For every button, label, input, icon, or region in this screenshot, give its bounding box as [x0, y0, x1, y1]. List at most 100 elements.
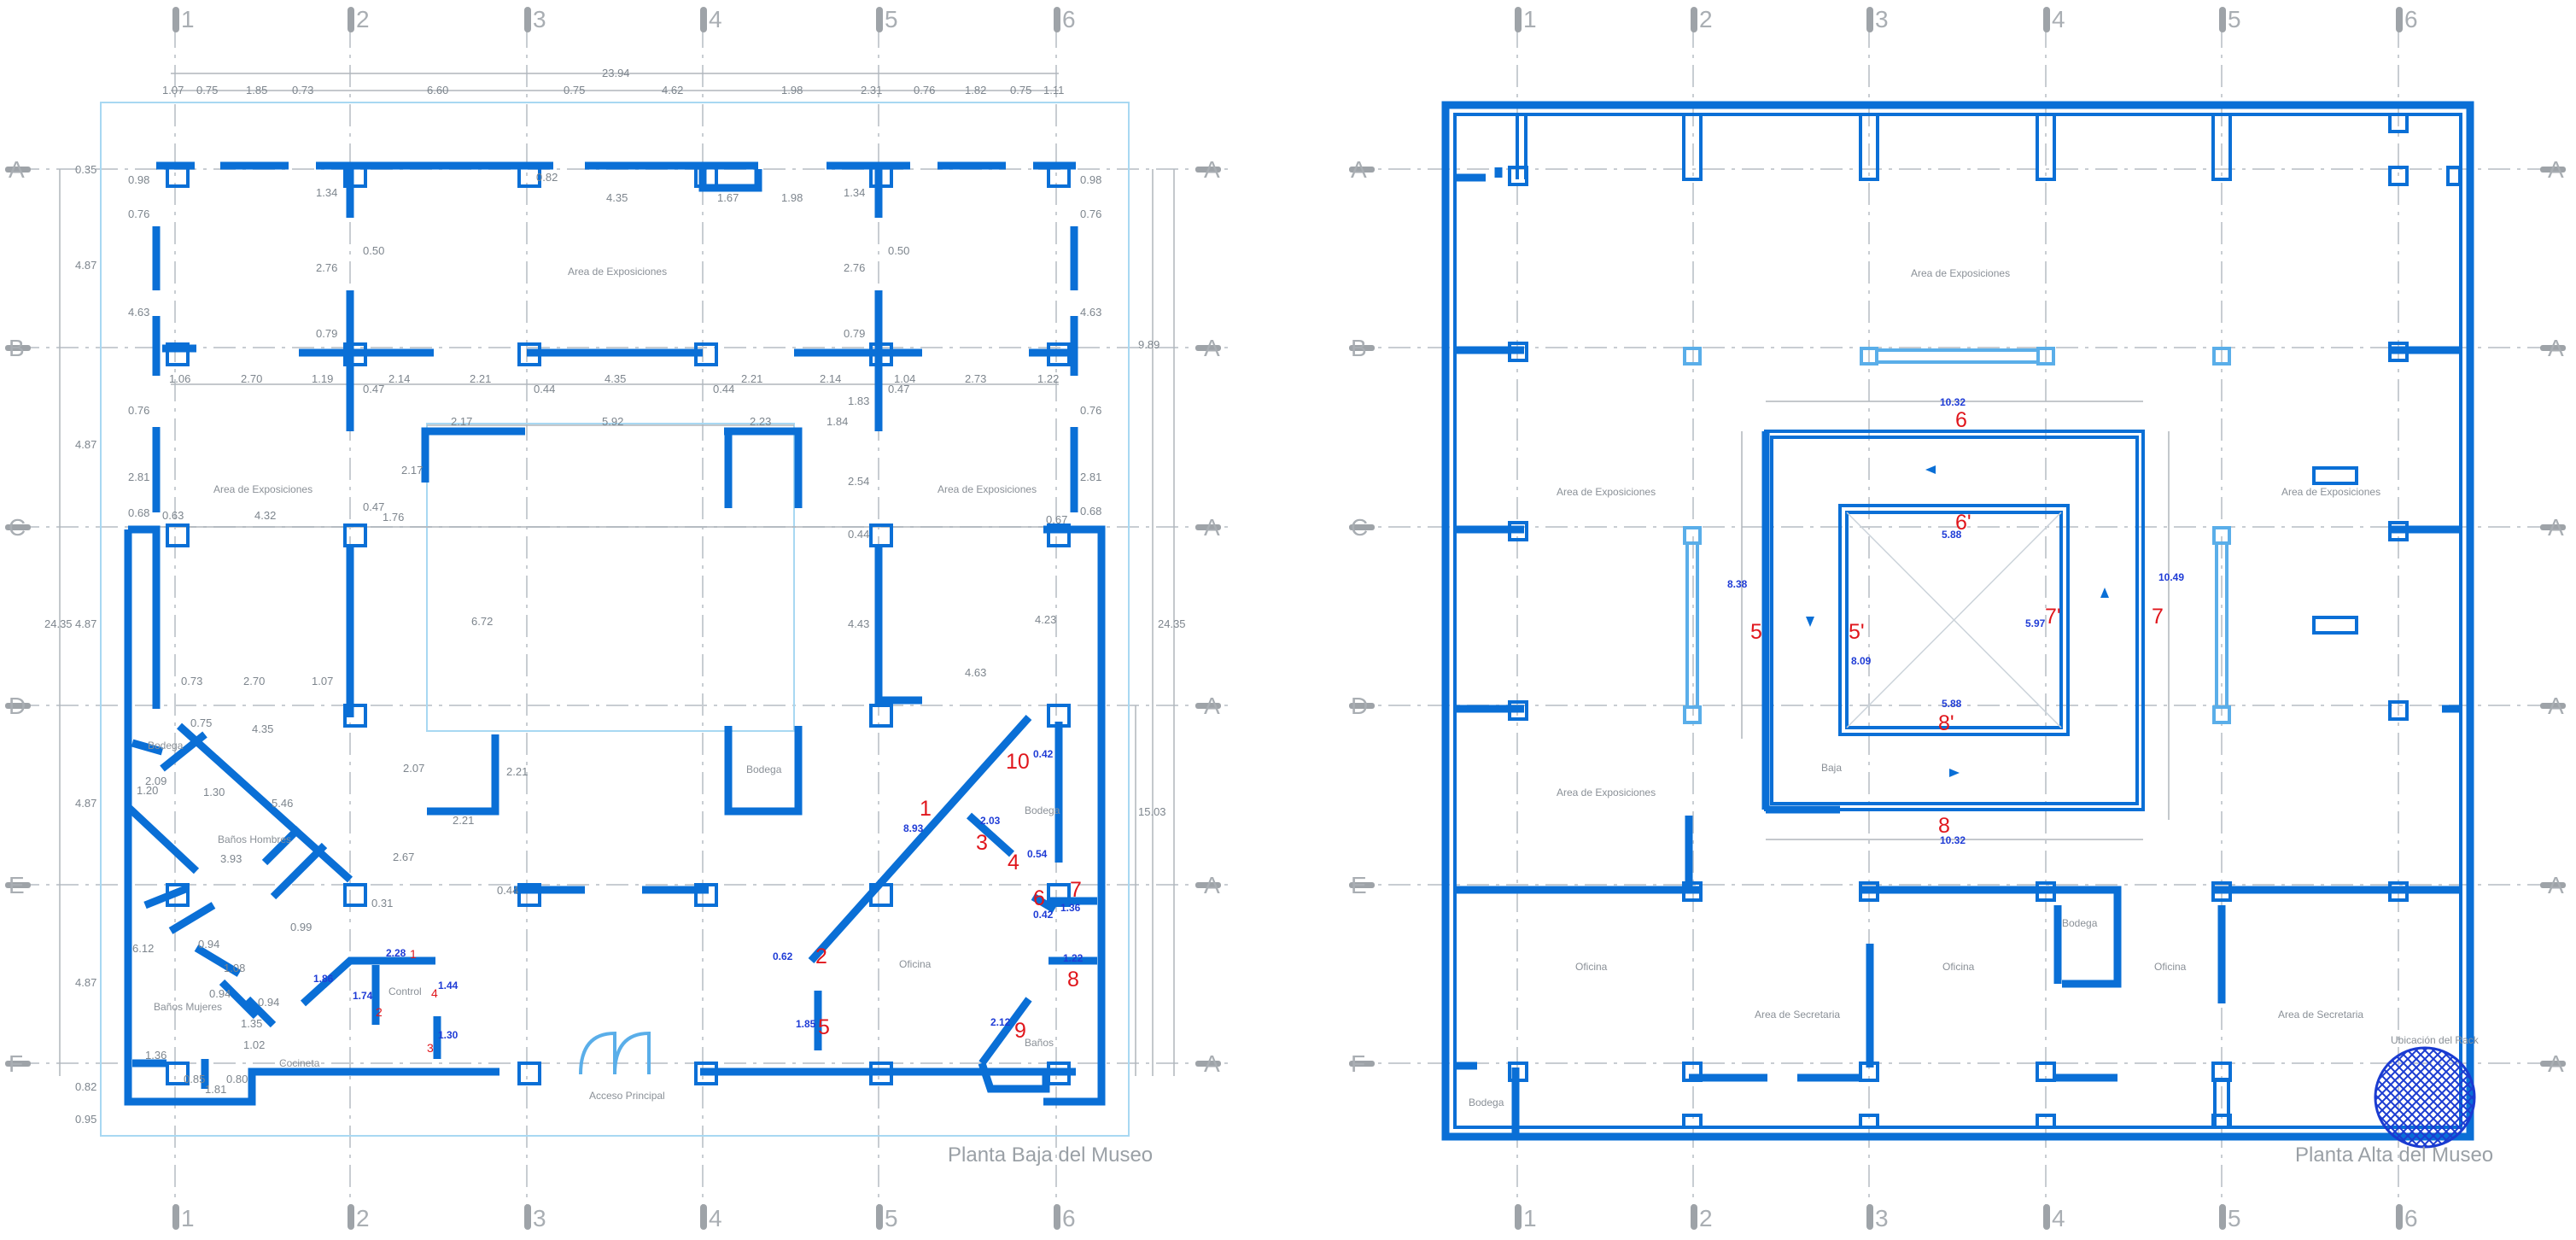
axis-row-f-mid: F [1351, 1050, 1365, 1077]
dim-inner: 2.54 [848, 475, 869, 488]
dim-inner: 4.35 [605, 372, 626, 385]
axis-col-4-bot: 4 [709, 1205, 722, 1231]
dim-inner: 1.22 [1037, 372, 1059, 385]
dim-inner: 1.19 [312, 372, 333, 385]
dims-right-baja: 9.89 24.35 15.03 0.98 0.76 4.63 0.76 2.8… [1035, 173, 1186, 818]
red-label-5p-alta: 5' [1849, 620, 1865, 644]
dim-left-11: 4.87 [75, 797, 96, 810]
columns-row-b-alta [1456, 342, 2459, 366]
room-rack-alta: Ubicación del Rack [2391, 1034, 2480, 1046]
dim-inner: 0.75 [190, 717, 212, 729]
axis-col-5-bot: 5 [885, 1205, 898, 1231]
red-label-7: 7 [1070, 878, 1082, 902]
dim-inner: 2.21 [741, 372, 762, 385]
dim-inner: 1.34 [316, 186, 337, 199]
blue-dim: 1.85 [796, 1018, 816, 1030]
arrow-left-icon [1925, 465, 1936, 474]
dim-left-5: 4.87 [75, 259, 96, 272]
red-label-5: 5 [818, 1015, 830, 1039]
room-banos-hombres: Baños Hombres [218, 833, 291, 845]
room-expo-top-alta: Area de Exposiciones [1911, 267, 2010, 279]
red-labels-alta: 6 6' 5 5' 7' 7 8' 8 [1750, 408, 2164, 838]
room-baja-alta: Baja [1821, 762, 1842, 774]
axis-row-c-mid: C [1351, 514, 1368, 541]
grid-lines [17, 26, 2566, 1213]
blue-dim: 1.22 [1063, 952, 1084, 964]
dim-inner: 1.84 [827, 415, 848, 428]
axis-col-3-top-r: 3 [1875, 6, 1889, 32]
red-label-8p-alta: 8' [1938, 711, 1954, 735]
room-expo-left-alta: Area de Exposiciones [1557, 486, 1656, 498]
axis-col-5-bot-r: 5 [2228, 1205, 2241, 1231]
axis-row-right-r3: A [2548, 514, 2564, 541]
red-label-6-alta: 6 [1955, 408, 1967, 432]
axis-col-6-top: 6 [1062, 6, 1076, 32]
control-label-2: 2 [376, 1005, 383, 1019]
dims-top-baja: 23.94 1.07 0.75 1.85 0.73 6.60 0.75 4.62… [162, 67, 1064, 97]
blue-dim-alta: 5.88 [1942, 698, 1962, 710]
arrow-up-icon [2100, 588, 2109, 598]
blue-dim: 1.86 [313, 973, 334, 985]
dim-inner: 2.09 [145, 775, 166, 787]
dim-inner: 5.92 [602, 415, 623, 428]
blue-dim-alta: 5.97 [2025, 617, 2046, 629]
axis-row-right-r6: A [2548, 1050, 2564, 1077]
dim-right-1: 9.89 [1138, 338, 1159, 351]
blue-dim: 2.28 [386, 947, 406, 959]
blue-dim-alta: 10.32 [1940, 396, 1966, 408]
dim-left-13: 0.82 [75, 1080, 96, 1093]
dim-inner: 2.21 [453, 814, 474, 827]
dim-inner: 4.35 [252, 722, 273, 735]
dim-right-3: 15.03 [1138, 805, 1166, 818]
blue-dim: 2.12 [990, 1016, 1011, 1028]
axis-row-right-r4: A [2548, 693, 2564, 719]
blue-dim: 0.54 [1027, 848, 1048, 860]
dim-inner: 0.50 [888, 244, 909, 257]
red-label-10: 10 [1006, 750, 1030, 774]
dim-inner: 0.44 [848, 528, 869, 541]
dim-inner: 2.14 [820, 372, 841, 385]
walls-outer [124, 525, 1106, 1106]
red-label-4: 4 [1008, 851, 1019, 874]
dim-inner: 2.73 [965, 372, 986, 385]
walls-diagonal-oficina [808, 714, 1097, 1093]
blue-dim: 1.44 [438, 980, 459, 991]
dim-top-13: 1.11 [1043, 84, 1064, 97]
dims-inner-baja: 1.34 0.82 4.35 1.67 1.98 1.34 0.50 2.76 … [137, 171, 1059, 1096]
dim-inner: 0.44 [534, 383, 555, 395]
axis-row-right-1: A [1204, 156, 1220, 183]
room-banos-mujeres: Baños Mujeres [154, 1001, 222, 1013]
room-oficina3-alta: Oficina [2154, 961, 2187, 973]
dim-inner: 0.73 [181, 675, 202, 687]
inner-wall-line [1453, 113, 2462, 1129]
dim-inner: 0.79 [844, 327, 865, 340]
entrance-doors [579, 1031, 651, 1075]
dim-inner: 0.31 [371, 897, 393, 910]
dim-right-4: 0.98 [1080, 173, 1101, 186]
blue-dims-baja: 2.28 1.86 1.74 1.44 1.30 0.42 8.93 2.03 … [313, 748, 1084, 1041]
planta-baja: Area de Exposiciones Area de Exposicione… [44, 67, 1186, 1167]
dim-inner: 0.44 [497, 884, 518, 897]
walls-diagonal-banos [125, 722, 441, 1089]
dim-left-6: 0.76 [128, 404, 149, 417]
dim-inner: 1.06 [169, 372, 190, 385]
room-secretaria2-alta: Area de Secretaria [2278, 1009, 2363, 1021]
outer-wall [1441, 101, 2474, 1141]
dim-inner: 1.07 [312, 675, 333, 687]
axis-col-2-bot: 2 [356, 1205, 370, 1231]
walls-row-e [166, 883, 1071, 907]
planta-alta: Area de Exposiciones Area de Exposicione… [1441, 101, 2493, 1167]
dim-inner: 0.44 [713, 383, 734, 395]
axis-row-right-6: A [1204, 1050, 1220, 1077]
control-label-4: 4 [431, 986, 438, 1000]
dim-inner: 3.93 [220, 852, 242, 865]
blue-dim-alta: 10.32 [1940, 834, 1966, 846]
axis-row-right-4: A [1204, 693, 1220, 719]
walls-row-b [152, 226, 1078, 431]
dim-inner: 0.47 [363, 500, 384, 513]
axis-row-d-left: D [9, 693, 26, 719]
columns-row-d-alta [1456, 700, 2459, 724]
axis-row-a-mid: A [1351, 156, 1367, 183]
dim-right-11: 4.23 [1035, 613, 1056, 626]
dim-inner: 4.63 [965, 666, 986, 679]
